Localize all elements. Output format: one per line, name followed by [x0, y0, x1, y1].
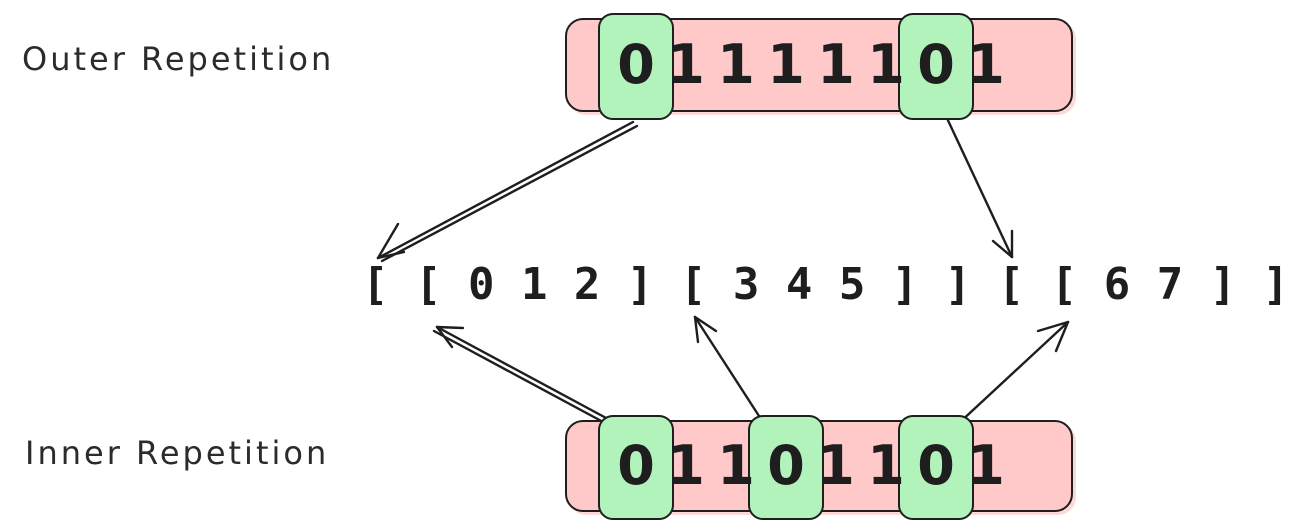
- inner-digit-cell-2: 1: [711, 422, 761, 510]
- digit: 1: [967, 434, 1005, 497]
- highlight-box: [898, 13, 974, 120]
- inner-digit-cell-4: 1: [811, 422, 861, 510]
- nested-list-text: [ [ 0 1 2 ] [ 3 4 5 ] ] [ [ 6 7 ] ]: [362, 259, 1290, 310]
- outer-digit-cell-2: 1: [711, 20, 761, 110]
- arrow-inner-zero-third-to-inner-bracket: [956, 320, 1070, 426]
- inner-digit-cell-5: 1: [861, 422, 911, 510]
- highlight-box: [898, 415, 974, 520]
- digit: 0: [767, 434, 805, 497]
- digit: 1: [817, 434, 855, 497]
- arrow-outer-zero-first-to-outer-bracket: [376, 120, 639, 263]
- digit: 0: [917, 33, 955, 96]
- inner-sequence-box: 0 1 1 0 1 1 0 1: [565, 415, 1073, 520]
- outer-digit-cell-0: 0: [598, 13, 674, 120]
- highlight-box: [598, 13, 674, 120]
- digit: 1: [767, 33, 805, 96]
- digit: 0: [617, 33, 655, 96]
- digit: 0: [617, 434, 655, 497]
- digit: 1: [867, 434, 905, 497]
- outer-digit-cell-6: 0: [898, 13, 974, 120]
- digit: 1: [717, 434, 755, 497]
- highlight-box: [748, 415, 824, 520]
- digit: 1: [667, 33, 705, 96]
- inner-digit-cell-0: 0: [598, 415, 674, 520]
- digit: 1: [817, 33, 855, 96]
- inner-digit-cell-6: 0: [898, 415, 974, 520]
- inner-digit-cell-7: 1: [961, 422, 1011, 510]
- digit: 1: [667, 434, 705, 497]
- outer-digit-cell-3: 1: [761, 20, 811, 110]
- highlight-box: [598, 415, 674, 520]
- outer-sequence-box: 0 1 1 1 1 1 0 1: [565, 13, 1073, 120]
- digit: 1: [967, 33, 1005, 96]
- digit: 1: [717, 33, 755, 96]
- outer-digit-cell-7: 1: [961, 20, 1011, 110]
- outer-repetition-label: Outer Repetition: [22, 40, 335, 78]
- arrow-outer-zero-second-to-outer-bracket: [943, 112, 1014, 259]
- inner-digit-cell-3: 0: [748, 415, 824, 520]
- arrow-inner-zero-first-to-inner-bracket: [432, 325, 610, 425]
- digit: 1: [867, 33, 905, 96]
- digit: 0: [917, 434, 955, 497]
- outer-digit-cell-1: 1: [661, 20, 711, 110]
- outer-digit-cell-4: 1: [811, 20, 861, 110]
- outer-digit-cell-5: 1: [861, 20, 911, 110]
- inner-digit-cell-1: 1: [661, 422, 711, 510]
- inner-repetition-label: Inner Repetition: [25, 434, 330, 472]
